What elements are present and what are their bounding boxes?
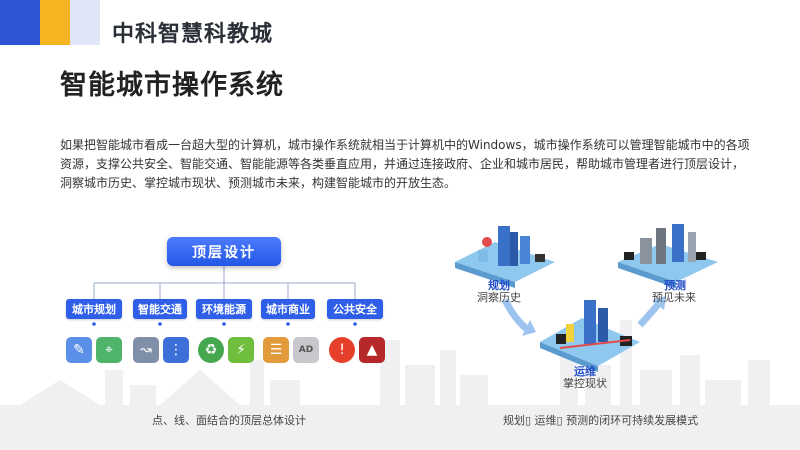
brand-name: 中科智慧科教城 xyxy=(112,22,274,47)
icons-city-planning: ✎ ⌖ xyxy=(66,337,122,367)
label-ops-sub: 掌控现状 xyxy=(563,377,607,390)
label-ops-title: 运维 xyxy=(574,365,596,378)
power-plug-icon: ⚡ xyxy=(228,337,254,363)
top-design-button: 顶层设计 xyxy=(167,237,281,266)
shopping-icon: ☰ xyxy=(263,337,289,363)
icons-city-commerce: ☰ AD xyxy=(263,337,319,367)
ad-board-icon: AD xyxy=(293,337,319,363)
alert-icon: ! xyxy=(329,337,355,363)
label-plan-title: 规划 xyxy=(488,279,510,292)
icons-environment-energy: ♻ ⚡ xyxy=(198,337,254,367)
tag-city-commerce: 城市商业 xyxy=(261,299,315,319)
intro-paragraph: 如果把智能城市看成一台超大型的计算机，城市操作系统就相当于计算机中的Window… xyxy=(60,138,750,190)
tag-city-planning: 城市规划 xyxy=(66,299,122,319)
corner-block-light xyxy=(70,0,100,45)
road-icon: ↝ xyxy=(133,337,159,363)
tag-smart-traffic: 智能交通 xyxy=(133,299,187,319)
label-plan-sub: 洞察历史 xyxy=(477,291,521,304)
eco-leaf-icon: ♻ xyxy=(198,337,224,363)
corner-block-yellow xyxy=(40,0,70,45)
label-predict-sub: 预见未来 xyxy=(652,291,696,304)
page-title: 智能城市操作系统 xyxy=(60,70,284,101)
left-diagram-caption: 点、线、面结合的顶层总体设计 xyxy=(152,414,306,427)
icons-public-safety: ! ▲ xyxy=(329,337,385,367)
fire-extinguisher-icon: ▲ xyxy=(359,337,385,363)
right-diagram-caption: 规划▯ 运维▯ 预测的闭环可持续发展模式 xyxy=(503,414,699,427)
corner-decoration xyxy=(0,0,110,50)
tag-environment-energy: 环境能源 xyxy=(196,299,252,319)
blueprint-icon: ✎ xyxy=(66,337,92,363)
city-skyline-background xyxy=(0,320,800,450)
icons-smart-traffic: ↝ ⋮ xyxy=(133,337,189,367)
tag-public-safety: 公共安全 xyxy=(327,299,383,319)
map-pin-icon: ⌖ xyxy=(96,337,122,363)
label-predict-title: 预测 xyxy=(664,279,686,292)
traffic-light-icon: ⋮ xyxy=(163,337,189,363)
corner-block-blue xyxy=(0,0,40,45)
